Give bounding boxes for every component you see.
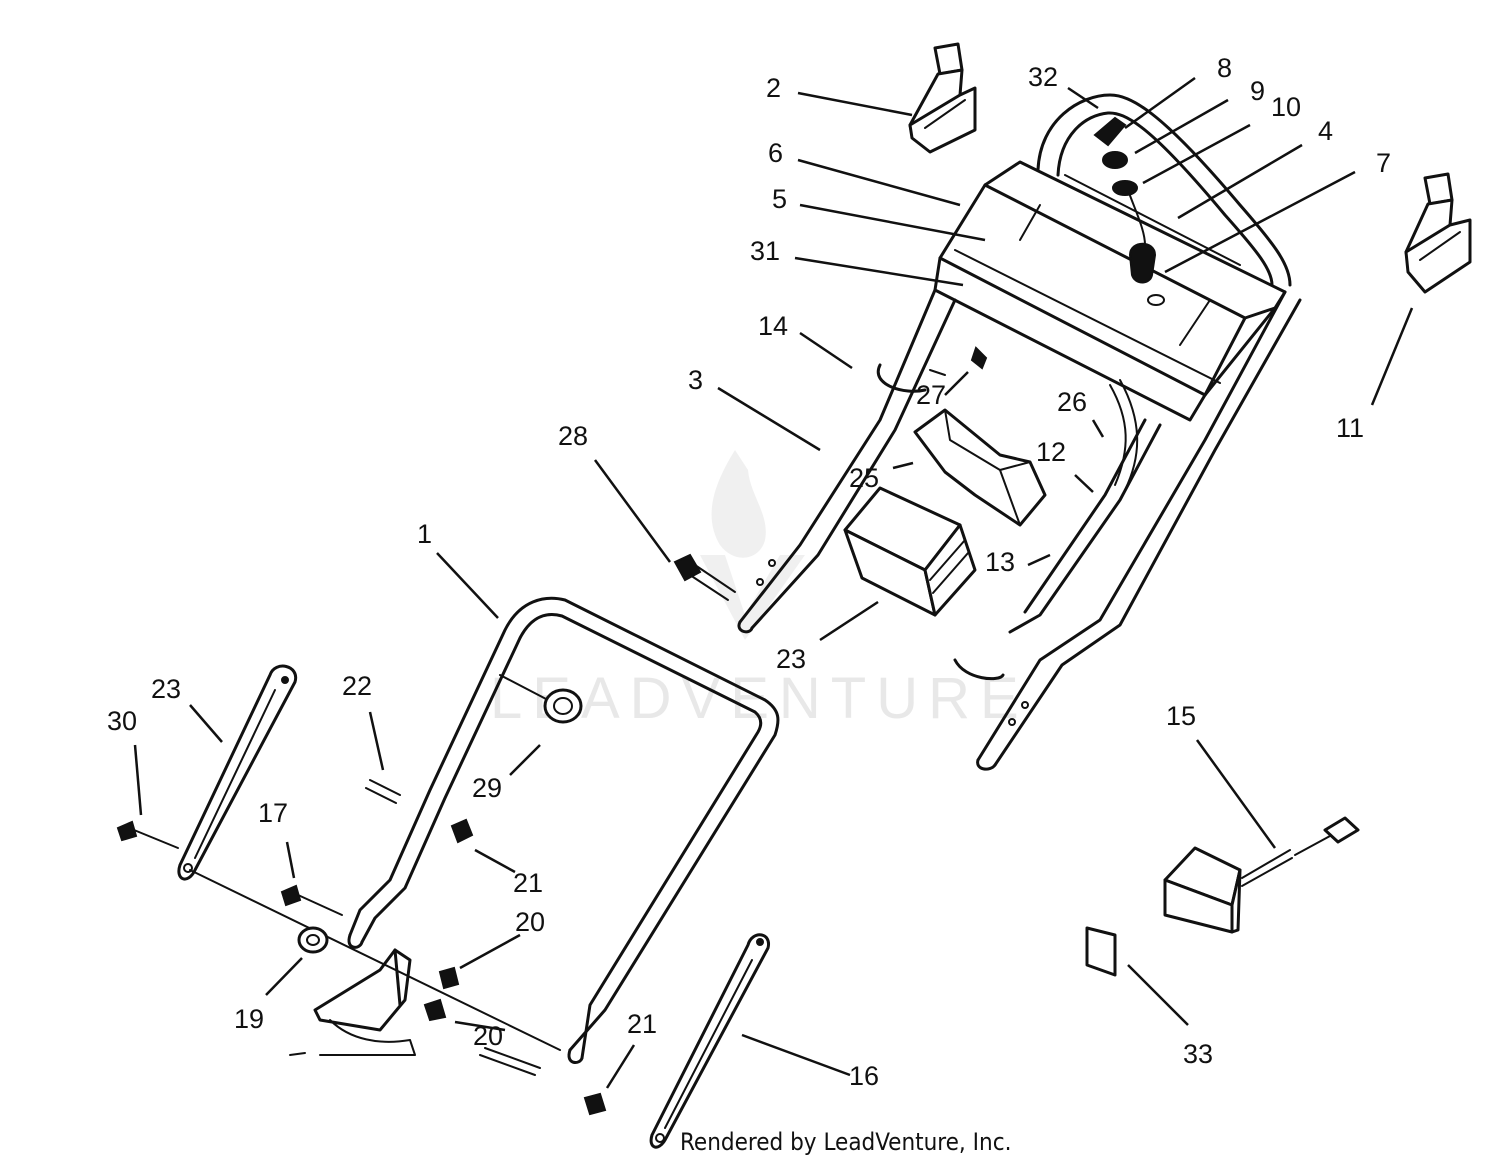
callout-29: 29 (472, 773, 502, 803)
callout-19: 19 (234, 1004, 264, 1034)
callout-33: 33 (1183, 1039, 1213, 1069)
callout-23-battery: 23 (776, 644, 806, 674)
grip-right (1404, 172, 1472, 294)
decal (1085, 926, 1117, 977)
leader-lines (133, 76, 1414, 1089)
battery-tray (913, 408, 1047, 527)
callout-8: 8 (1217, 53, 1232, 83)
callout-23-left: 23 (151, 674, 181, 704)
callout-22: 22 (342, 671, 372, 701)
callout-3: 3 (688, 365, 703, 395)
callout-26: 26 (1057, 387, 1087, 417)
callout-7: 7 (1376, 148, 1391, 178)
callout-10: 10 (1271, 92, 1301, 122)
footer-credit: Rendered by LeadVenture, Inc. (680, 1128, 1011, 1156)
side-link-right (649, 933, 770, 1149)
callout-31: 31 (750, 236, 780, 266)
callout-20-upper: 20 (515, 907, 545, 937)
lower-handle (347, 596, 780, 1064)
callout-16: 16 (849, 1061, 879, 1091)
switch-module (1163, 816, 1360, 934)
callout-15: 15 (1166, 701, 1196, 731)
callout-5: 5 (772, 184, 787, 214)
hardware (116, 779, 607, 1116)
callout-28: 28 (558, 421, 588, 451)
side-link-left (177, 664, 298, 881)
callout-32: 32 (1028, 62, 1058, 92)
callout-13: 13 (985, 547, 1015, 577)
callout-1: 1 (417, 519, 432, 549)
callout-6: 6 (768, 138, 783, 168)
callout-9: 9 (1250, 76, 1265, 106)
callout-30: 30 (107, 706, 137, 736)
deck-fragment (289, 948, 541, 1076)
callout-12: 12 (1036, 437, 1066, 467)
callout-4: 4 (1318, 116, 1333, 146)
callout-11: 11 (1336, 413, 1364, 443)
callout-21-upper: 21 (513, 868, 543, 898)
callout-21-lower: 21 (627, 1009, 657, 1039)
callout-2: 2 (766, 73, 781, 103)
upper-handle-assembly (737, 93, 1302, 771)
callout-27: 27 (916, 380, 946, 410)
bolt-28 (673, 553, 736, 601)
grip-left (908, 42, 977, 154)
callout-labels: 1 2 3 4 5 6 7 8 9 10 11 12 13 14 15 16 1… (107, 53, 1391, 1091)
callout-20-lower: 20 (473, 1021, 503, 1051)
battery (843, 486, 977, 617)
callout-14: 14 (758, 311, 788, 341)
callout-25: 25 (849, 463, 879, 493)
callout-17: 17 (258, 798, 288, 828)
